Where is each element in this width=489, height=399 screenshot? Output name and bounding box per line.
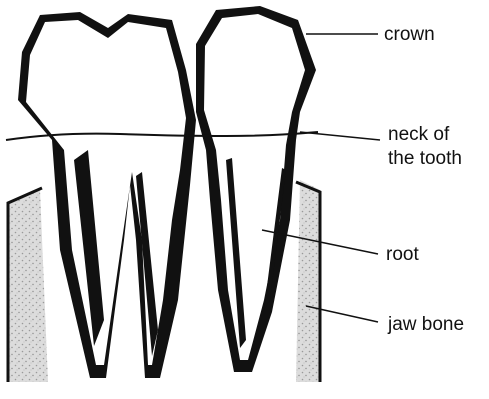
neck-leader-line xyxy=(300,132,380,140)
label-crown: crown xyxy=(384,24,435,45)
label-neck-line1: neck of xyxy=(388,124,450,145)
label-root: root xyxy=(386,244,419,265)
label-neck-line2: the tooth xyxy=(388,148,462,169)
label-jaw-bone: jaw bone xyxy=(387,314,464,335)
